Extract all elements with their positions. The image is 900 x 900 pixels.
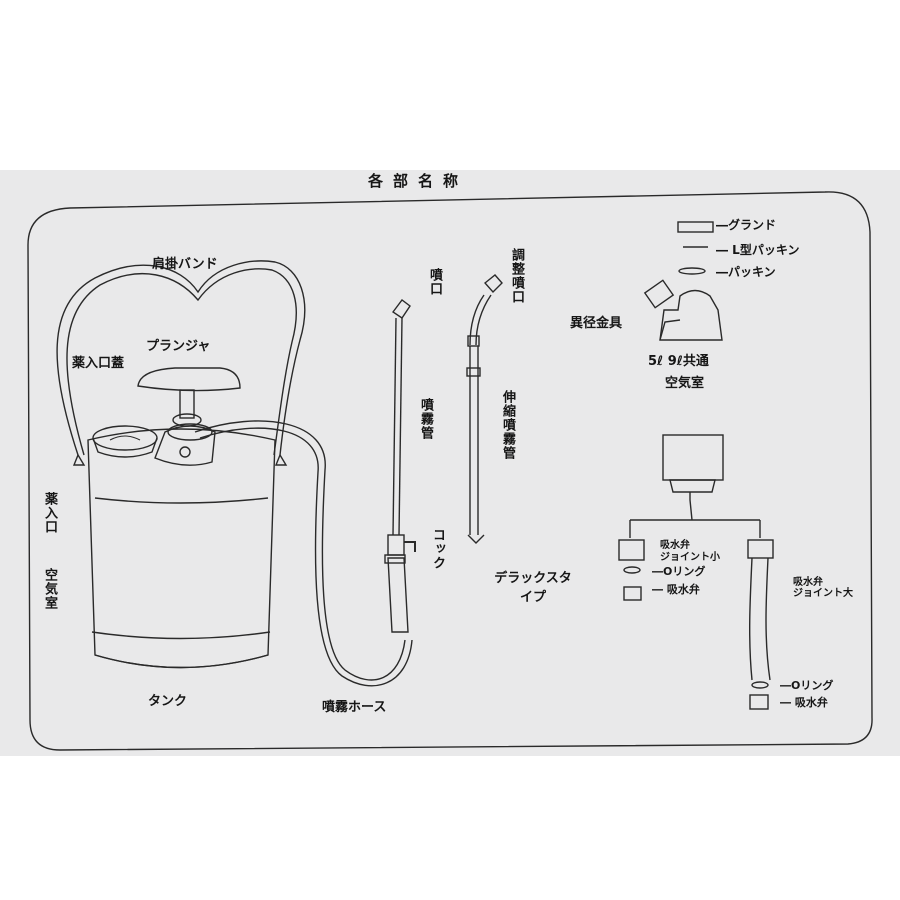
- label-spray-pipe: 噴霧管: [418, 398, 433, 440]
- diagram-frame: [27, 191, 873, 751]
- label-suction-valve-small: ― 吸水弁: [652, 583, 700, 596]
- label-chemical-inlet-cap: 薬入口蓋: [72, 356, 125, 371]
- spray-hose: [194, 420, 413, 687]
- label-l-packing: ― L型パッキン: [716, 243, 800, 257]
- plunger-handle: [137, 367, 241, 427]
- label-nozzle: 噴口: [427, 268, 442, 296]
- suction-valve-assembly: [629, 434, 761, 538]
- label-suction-valve-joint-large-2: ジョイント大: [793, 588, 853, 599]
- label-chemical-inlet: 薬入口: [42, 492, 57, 534]
- label-o-ring-large: ―Oリング: [780, 679, 834, 692]
- label-packing: ―パッキン: [716, 265, 776, 279]
- label-spray-hose: 噴霧ホース: [322, 700, 387, 715]
- label-plunger: プランジャ: [146, 339, 211, 354]
- label-reducer-fitting: 異径金具: [570, 316, 623, 331]
- label-gland: ―グランド: [716, 218, 777, 232]
- label-shoulder-band: 肩掛バンド: [152, 257, 218, 272]
- spray-pipe: [384, 299, 416, 633]
- label-air-chamber-detail: 空気室: [665, 376, 705, 391]
- page-title: 各部名称: [368, 172, 469, 190]
- label-cock: コック: [430, 528, 445, 570]
- suction-valve-small-parts: [618, 539, 645, 601]
- label-adjustable-nozzle: 調整噴口: [509, 248, 524, 304]
- shoulder-strap: [56, 260, 306, 466]
- label-tank: タンク: [148, 694, 188, 709]
- suction-valve-large-parts: [747, 539, 774, 710]
- label-common-5-9: 5ℓ 9ℓ共通: [648, 354, 709, 369]
- chemical-inlet: [92, 425, 158, 458]
- label-o-ring-small: ―Oリング: [652, 565, 706, 578]
- gland-detail: [677, 221, 714, 275]
- telescopic-pipe: [466, 274, 503, 544]
- label-suction-valve-joint-small-2: ジョイント小: [660, 552, 720, 563]
- label-suction-valve-large: ― 吸水弁: [780, 696, 828, 709]
- label-air-chamber: 空気室: [42, 568, 57, 610]
- label-telescopic-spray-pipe: 伸縮噴霧管: [500, 390, 515, 460]
- label-suction-valve-joint-small-1: 吸水弁: [660, 540, 690, 551]
- air-chamber-detail: [643, 279, 723, 341]
- label-suction-valve-joint-large-1: 吸水弁: [793, 577, 823, 588]
- label-deluxe-type: デラックスタイプ: [494, 571, 572, 605]
- air-chamber-dome: [154, 423, 216, 466]
